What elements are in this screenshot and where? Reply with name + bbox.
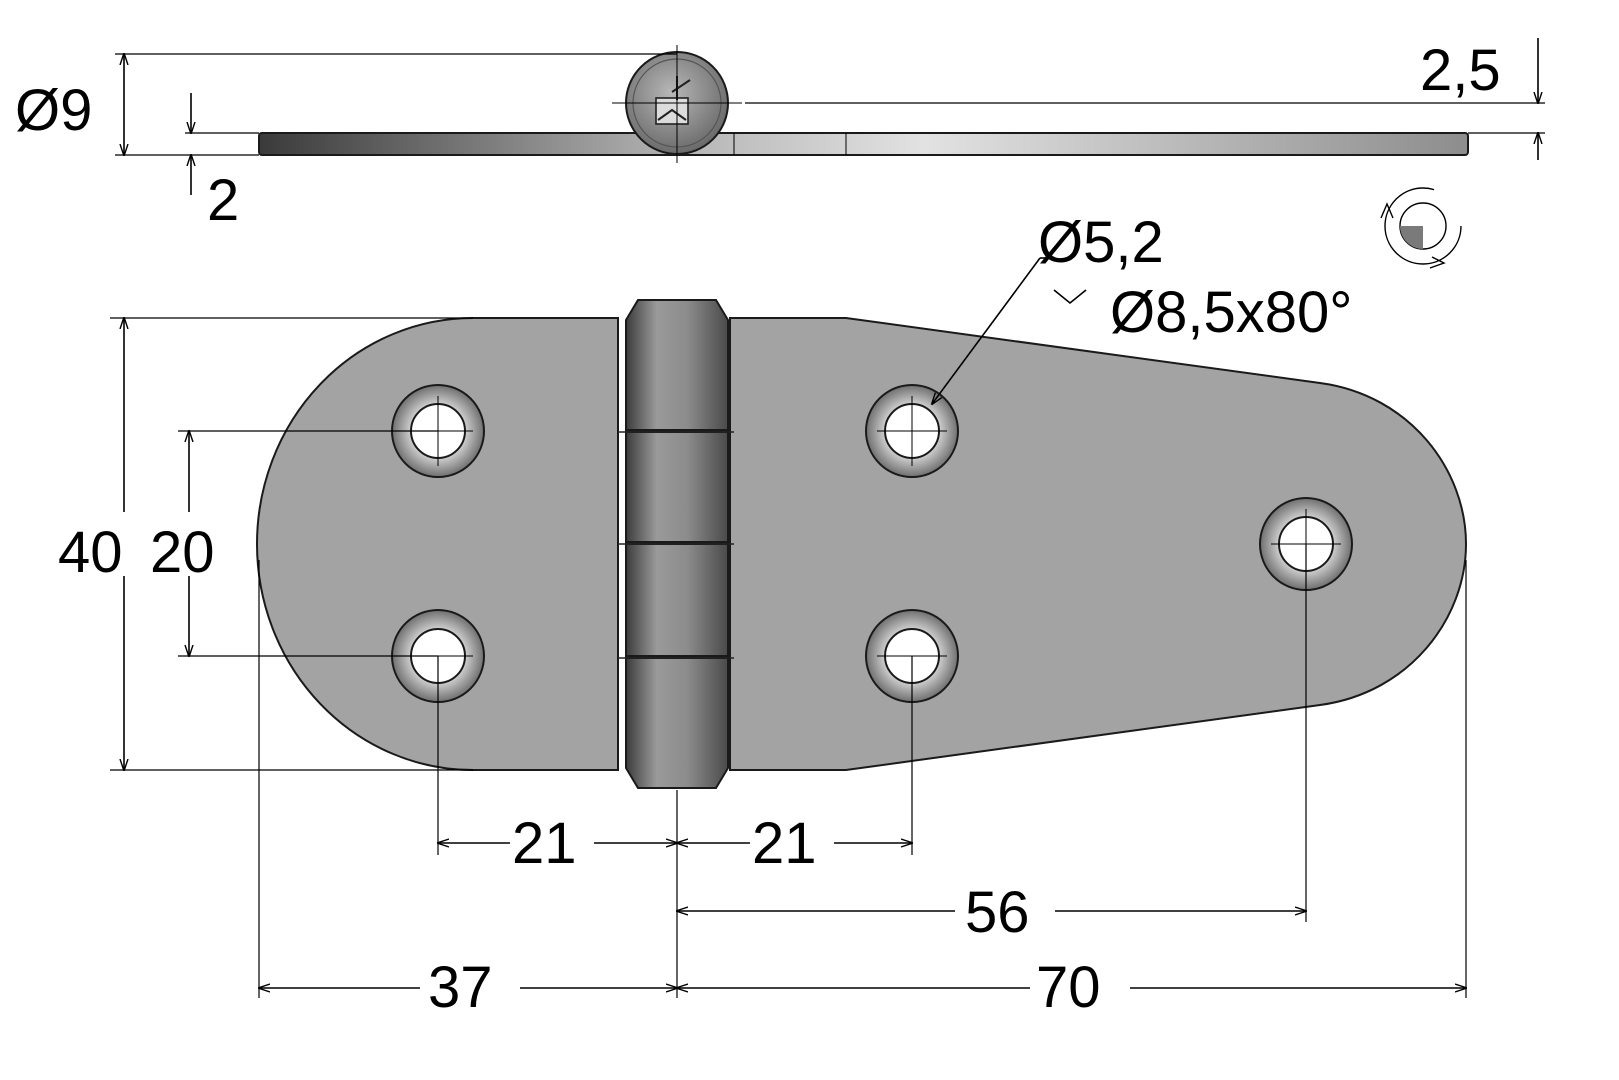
hinge-knuckle (618, 299, 734, 789)
dimensions: 40 20 21 21 56 37 70 Ø5,2 Ø8,5x80° (58, 210, 1466, 1020)
countersink-symbol (1053, 289, 1087, 305)
dim-hole-spacing-vertical: 20 (150, 520, 215, 585)
dim-countersink: Ø8,5x80° (1110, 280, 1352, 345)
side-plate (258, 132, 1469, 156)
dim-pin-diameter: Ø9 (15, 78, 92, 143)
right-leaf (729, 317, 1468, 771)
side-view: Ø9 2 2,5 (15, 38, 1545, 233)
rotation-arrow-icon (1380, 187, 1462, 269)
dim-right-leaf-length: 70 (1036, 955, 1101, 1020)
dim-thickness: 2 (207, 168, 239, 233)
dim-left-leaf-length: 37 (428, 955, 493, 1020)
dim-far-hole-offset: 56 (965, 880, 1030, 945)
dim-hole-diameter: Ø5,2 (1038, 210, 1164, 275)
dim-overall-thickness: 2,5 (1420, 38, 1501, 103)
dim-hole-offset-right: 21 (752, 811, 817, 876)
dim-hole-offset-left: 21 (512, 811, 577, 876)
dim-height: 40 (58, 520, 123, 585)
